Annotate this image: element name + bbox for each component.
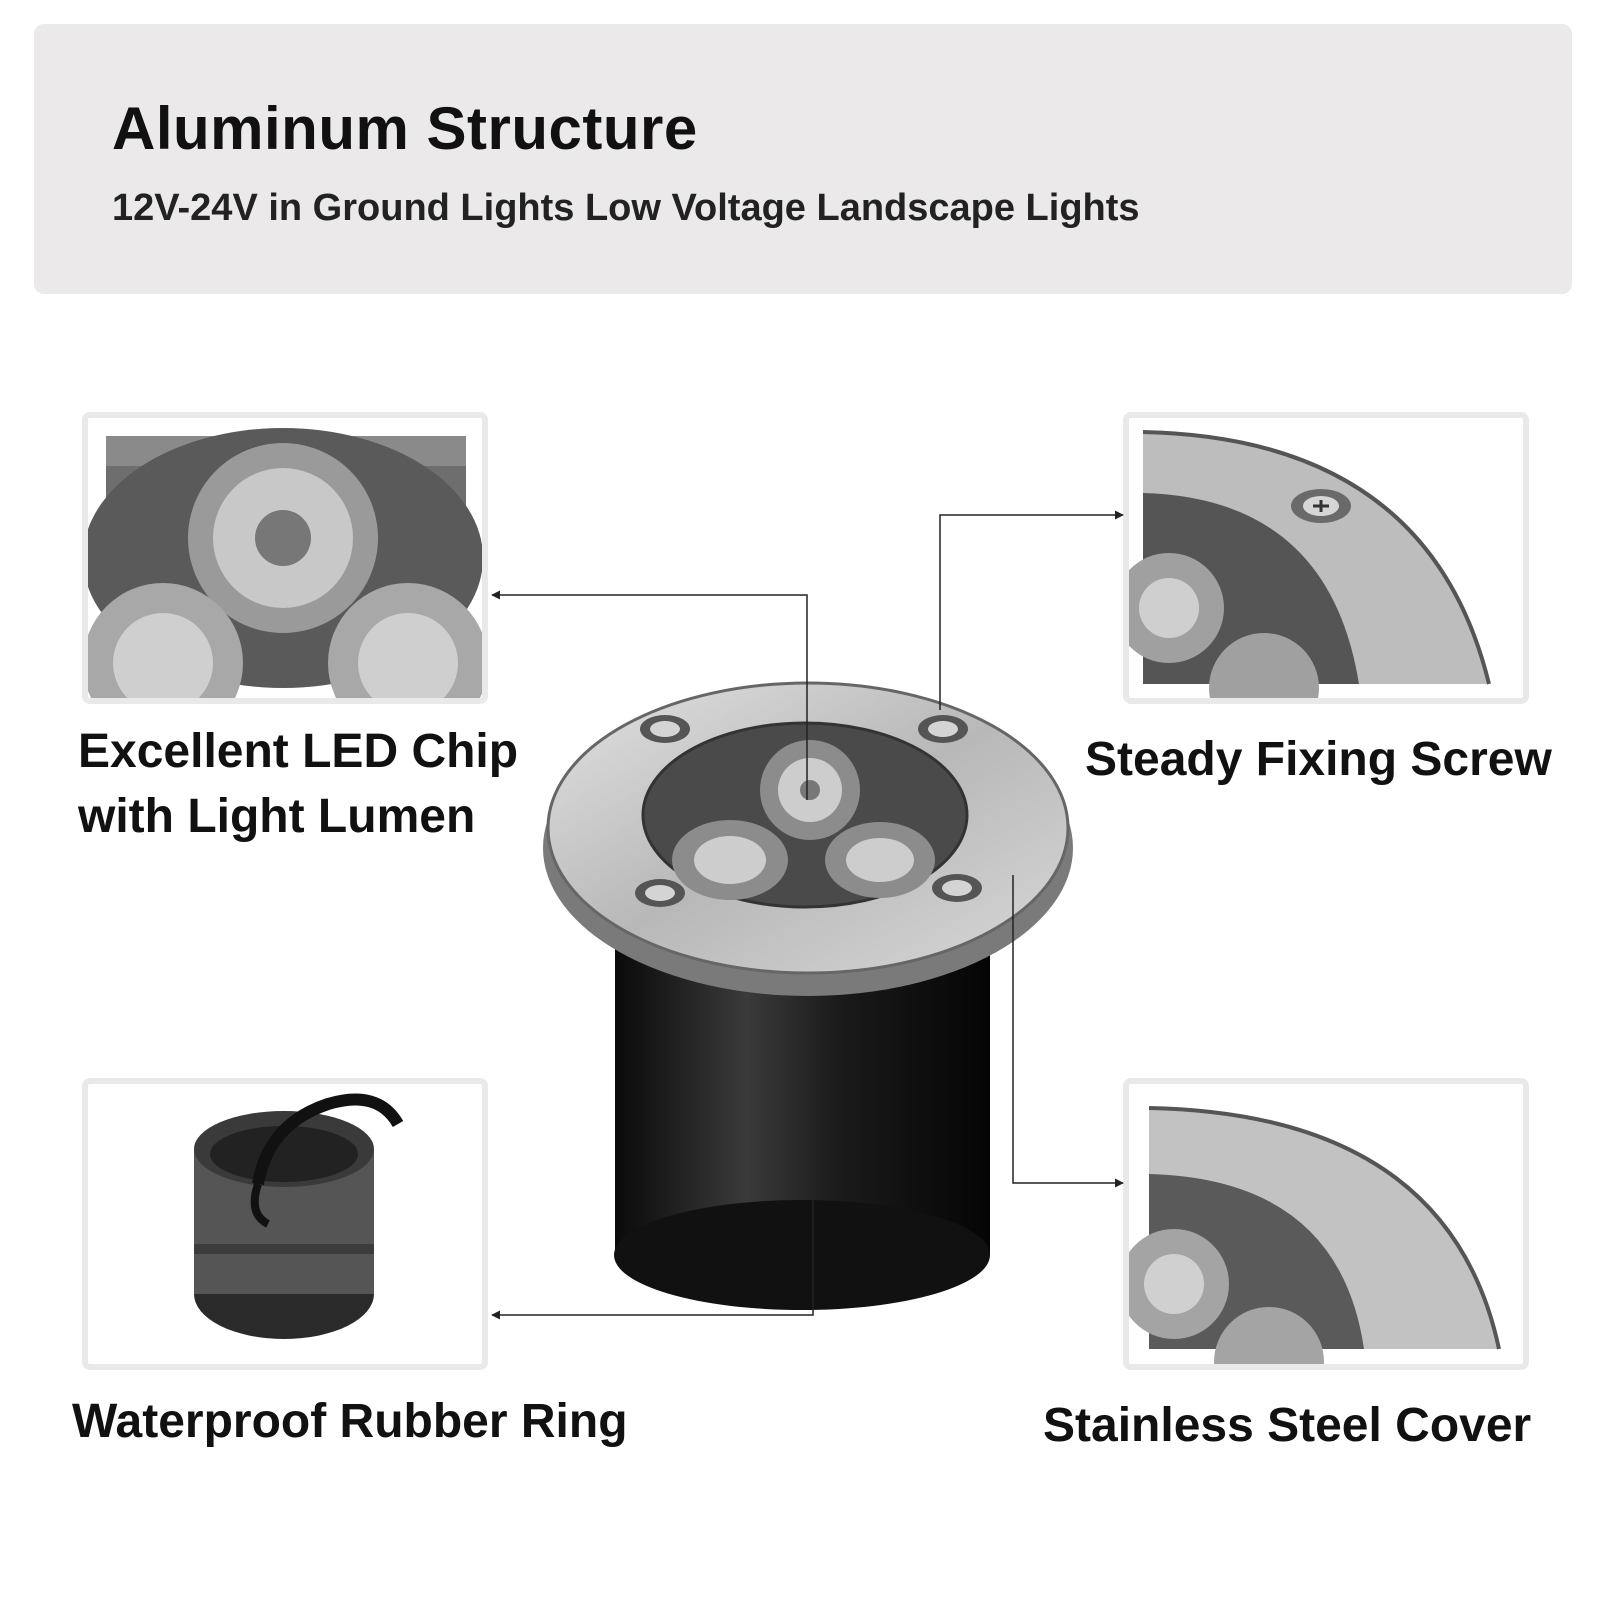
steel-cover-label: Stainless Steel Cover: [1043, 1399, 1532, 1452]
fixing-screw-detail-panel: [1123, 412, 1529, 704]
steel-cover-closeup-image: [1129, 1104, 1501, 1364]
page-subtitle: 12V-24V in Ground Lights Low Voltage Lan…: [112, 187, 1140, 229]
rubber-ring-detail-panel: [82, 1078, 488, 1370]
fixing-screw-closeup-image: [1129, 430, 1498, 698]
header-banner: Aluminum Structure 12V-24V in Ground Lig…: [34, 24, 1572, 294]
led-chip-detail-panel: [82, 412, 488, 704]
callout-connectors: [491, 510, 1124, 1320]
lens-assembly: [641, 721, 969, 909]
rubber-ring-closeup-image: [194, 1093, 404, 1339]
led-chip-label: Excellent LED Chip with Light Lumen: [78, 725, 519, 843]
screw-icon: [635, 715, 982, 907]
steel-cover-detail-panel: [1123, 1078, 1529, 1370]
page-title: Aluminum Structure: [112, 95, 698, 162]
led-chip-closeup-image: [88, 428, 482, 698]
rubber-ring-label: Waterproof Rubber Ring: [72, 1395, 628, 1448]
fixing-screw-label: Steady Fixing Screw: [1085, 733, 1552, 786]
